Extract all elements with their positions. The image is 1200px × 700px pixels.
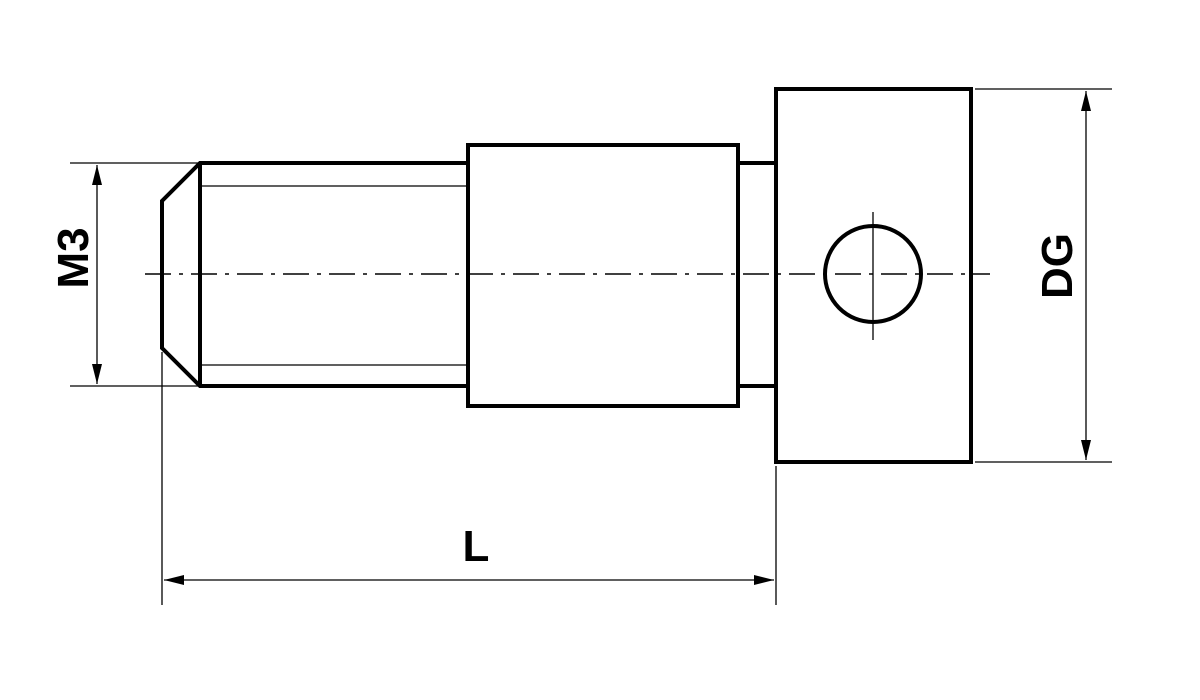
middle-collar bbox=[466, 143, 740, 408]
dg-label: DG bbox=[1033, 233, 1082, 299]
neck bbox=[738, 161, 776, 388]
length-dimension bbox=[161, 352, 777, 605]
thread-dimension bbox=[70, 162, 200, 387]
diameter-dimension bbox=[975, 88, 1112, 463]
head-block bbox=[774, 87, 973, 464]
m3-label: M3 bbox=[49, 227, 98, 288]
l-label: L bbox=[463, 522, 490, 571]
thread-root-lines bbox=[200, 185, 468, 366]
